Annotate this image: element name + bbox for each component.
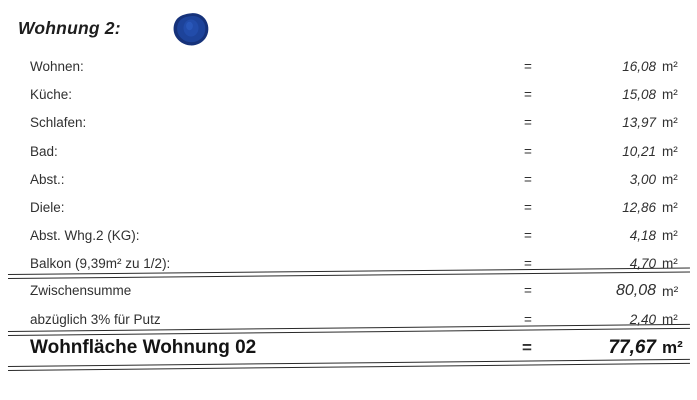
subtotal-label: Zwischensumme [30,283,132,298]
row-value: 4,18 [629,228,656,243]
row-label: Schlafen: [30,115,87,130]
row-unit: m² [662,200,678,215]
equals-sign: = [524,87,532,102]
equals-sign: = [524,283,532,298]
total-label: Wohnfläche Wohnung 02 [30,337,257,358]
total-value: 77,67 [608,337,656,358]
table-row: Abst. Whg.2 (KG): = 4,18 m² [0,227,697,255]
row-value: 3,00 [629,172,656,187]
deduction-row: abzüglich 3% für Putz = 2,40 m² [0,311,697,339]
row-value: 16,08 [622,59,656,74]
table-row: Abst.: = 3,00 m² [0,171,697,199]
row-value: 13,97 [622,115,656,130]
deduction-unit: m² [662,312,678,327]
row-unit: m² [662,115,678,130]
total-unit: m² [662,338,683,357]
table-row: Küche: = 15,08 m² [0,86,697,114]
row-unit: m² [662,59,678,74]
table-row: Schlafen: = 13,97 m² [0,114,697,142]
subtotal-row: Zwischensumme = 80,08 m² [0,282,697,310]
row-unit: m² [662,256,678,271]
deduction-label: abzüglich 3% für Putz [30,312,161,327]
blue-ink-blot-stamp [172,12,210,48]
equals-sign: = [524,172,532,187]
row-unit: m² [662,228,678,243]
equals-sign: = [522,338,532,357]
row-label: Abst.: [30,172,65,187]
table-row: Wohnen: = 16,08 m² [0,58,697,86]
row-label: Küche: [30,87,73,102]
row-label: Diele: [30,200,65,215]
subtotal-unit: m² [662,283,679,299]
table-row: Bad: = 10,21 m² [0,143,697,171]
row-value: 15,08 [622,87,656,102]
table-row: Balkon (9,39m² zu 1/2): = 4,70 m² [0,255,697,283]
deduction-value: 2,40 [629,312,656,327]
row-label: Abst. Whg.2 (KG): [30,228,140,243]
row-label: Wohnen: [30,59,84,74]
equals-sign: = [524,200,532,215]
row-unit: m² [662,87,678,102]
row-value: 4,70 [629,256,656,271]
document-header: Wohnung 2: [18,13,658,48]
row-value: 12,86 [622,200,656,215]
equals-sign: = [524,59,532,74]
row-label: Balkon (9,39m² zu 1/2): [30,256,171,271]
equals-sign: = [524,115,532,130]
equals-sign: = [524,256,532,271]
page-title: Wohnung 2: [18,18,121,38]
equals-sign: = [524,228,532,243]
row-value: 10,21 [622,144,656,159]
row-unit: m² [662,144,678,159]
table-row: Diele: = 12,86 m² [0,199,697,227]
row-label: Bad: [30,144,58,159]
equals-sign: = [524,144,532,159]
subtotal-value: 80,08 [615,282,656,299]
total-row: Wohnfläche Wohnung 02 = 77,67 m² [0,336,697,370]
equals-sign: = [524,312,532,327]
row-unit: m² [662,172,678,187]
